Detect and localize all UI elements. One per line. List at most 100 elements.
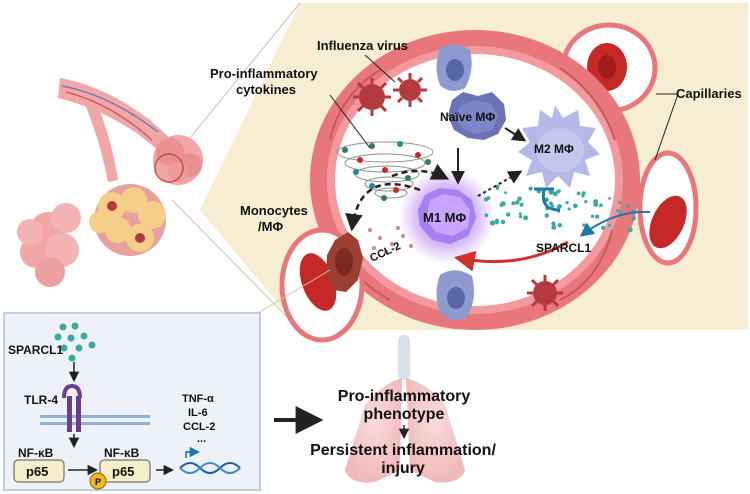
alveoli-cluster-infected <box>89 184 166 256</box>
sparcl1-dot <box>484 213 489 218</box>
epithelial-cell-top <box>436 44 472 91</box>
sparcl1-dot <box>590 214 595 218</box>
ccl2-dots <box>368 226 413 254</box>
sparcl1-dot <box>601 225 606 230</box>
sparcl1-dot <box>495 221 499 225</box>
label-monocytes-1: Monocytes <box>240 203 308 218</box>
inset-label-sparcl1: SPARCL1 <box>8 343 63 357</box>
capillaries-leader-2 <box>654 93 679 161</box>
arrow-naive-to-m2 <box>504 127 527 142</box>
inset-label-phospho: P <box>95 477 101 487</box>
sparcl1-dot <box>518 212 522 216</box>
sparcl1-dot <box>573 203 578 209</box>
sparcl1-dot <box>544 213 549 218</box>
outcome-line-4: injury <box>381 460 425 477</box>
sparcl1-dot <box>499 203 504 207</box>
sparcl1-dot <box>593 201 599 207</box>
cytokine-leader <box>329 94 371 149</box>
epithelial-cell-bottom <box>436 270 474 320</box>
sparcl1-dot <box>567 207 571 211</box>
sparcl1-dot <box>581 194 585 198</box>
sparcl1-dot <box>599 203 603 208</box>
monocyte <box>326 232 363 292</box>
sparcl1-dot <box>500 219 506 225</box>
arrow-m1-to-monocyte <box>345 182 421 232</box>
sparcl1-dot <box>595 214 600 219</box>
sparcl1-dot <box>576 191 581 196</box>
sparcl1-dot <box>608 197 611 200</box>
alveoli-cluster-left <box>17 203 81 287</box>
sparcl1-dot <box>489 220 496 226</box>
inset-label-nfkb-2: NF-κB <box>104 446 140 460</box>
sparcl1-dot <box>551 224 557 230</box>
inset-label-cytokine-3: CCL-2 <box>183 421 215 433</box>
sparcl1-dot <box>517 196 522 201</box>
zoom-line-bottom <box>171 199 301 331</box>
capillary-right <box>637 150 699 266</box>
inset-label-cytokine-1: TNF-α <box>182 393 214 405</box>
dna-helix <box>179 446 241 474</box>
sparcl1-dot <box>506 212 511 217</box>
sparcl1-ligand-cluster <box>54 322 96 362</box>
sparcl1-dot <box>511 201 516 206</box>
sparcl1-dots <box>484 184 636 233</box>
label-m1-macrophage: M1 MΦ <box>423 210 467 225</box>
sparcl1-dot <box>557 204 562 209</box>
phospho-badge <box>89 472 107 490</box>
label-m2-macrophage: M2 MΦ <box>534 142 574 156</box>
cytokine-dots <box>342 141 431 201</box>
sparcl1-dot <box>551 221 556 226</box>
virus-1 <box>353 78 391 116</box>
label-influenza-virus: Influenza virus <box>317 38 408 53</box>
inset-label-p65-1: p65 <box>26 464 48 479</box>
sparcl1-dot <box>615 209 620 213</box>
sparcl1-dot <box>519 202 524 207</box>
sparcl1-dot <box>582 223 586 227</box>
arrow-sparcl1-to-m1 <box>453 240 569 272</box>
m2-macrophage <box>518 105 600 188</box>
sparcl1-dot <box>608 223 612 227</box>
sparcl1-dot <box>548 201 553 206</box>
sparcl1-dot <box>565 201 569 205</box>
lung-silhouette <box>345 335 465 483</box>
sparcl1-dot <box>618 201 621 205</box>
virus-2 <box>393 73 427 107</box>
m1-macrophage <box>399 168 495 264</box>
label-cytokines-2: cytokines <box>236 82 296 97</box>
inhibition-sparcl1-m2 <box>541 189 561 212</box>
inset-label-cytokine-2: IL-6 <box>188 407 208 419</box>
airway-illustration <box>58 78 203 185</box>
sparcl1-dot <box>528 186 533 191</box>
inset-label-tlr4: TLR-4 <box>24 393 58 407</box>
inset-label-nfkb-1: NF-κB <box>18 446 54 460</box>
virus-leader <box>364 54 396 83</box>
outcome-line-1: Pro-inflammatory <box>338 388 471 405</box>
p65-box-2 <box>99 459 151 483</box>
sparcl1-dot <box>584 200 588 204</box>
label-sparcl1-alveolus: SPARCL1 <box>536 241 591 255</box>
tlr4-receptor <box>40 383 150 432</box>
outcome-line-2: phenotype <box>364 406 445 423</box>
sparcl1-dot <box>515 200 520 205</box>
naive-macrophage <box>448 92 506 140</box>
zoom-line-top <box>171 2 301 161</box>
p65-box-1 <box>13 459 65 483</box>
sparcl1-dot <box>553 191 558 197</box>
arrow-capillary-to-sparcl1 <box>579 210 651 237</box>
label-cytokines-1: Pro-inflammatory <box>210 66 318 81</box>
label-capillaries: Capillaries <box>676 86 742 101</box>
label-naive-macrophage: Naïve MΦ <box>440 110 495 124</box>
sparcl1-dot <box>557 223 562 228</box>
virus-3 <box>527 275 563 311</box>
outcome-line-3: Persistent inflammation/ <box>310 442 496 459</box>
inset-label-ellipsis: ... <box>197 433 206 445</box>
inset-zoom-line <box>257 269 331 314</box>
sparcl1-dot <box>626 203 631 208</box>
sparcl1-dot <box>548 189 554 195</box>
sparcl1-dot <box>627 227 633 233</box>
sparcl1-dot <box>556 189 560 194</box>
sparcl1-dot <box>504 191 507 195</box>
label-monocytes-2: /MΦ <box>258 219 283 234</box>
sparcl1-dot <box>518 215 523 219</box>
